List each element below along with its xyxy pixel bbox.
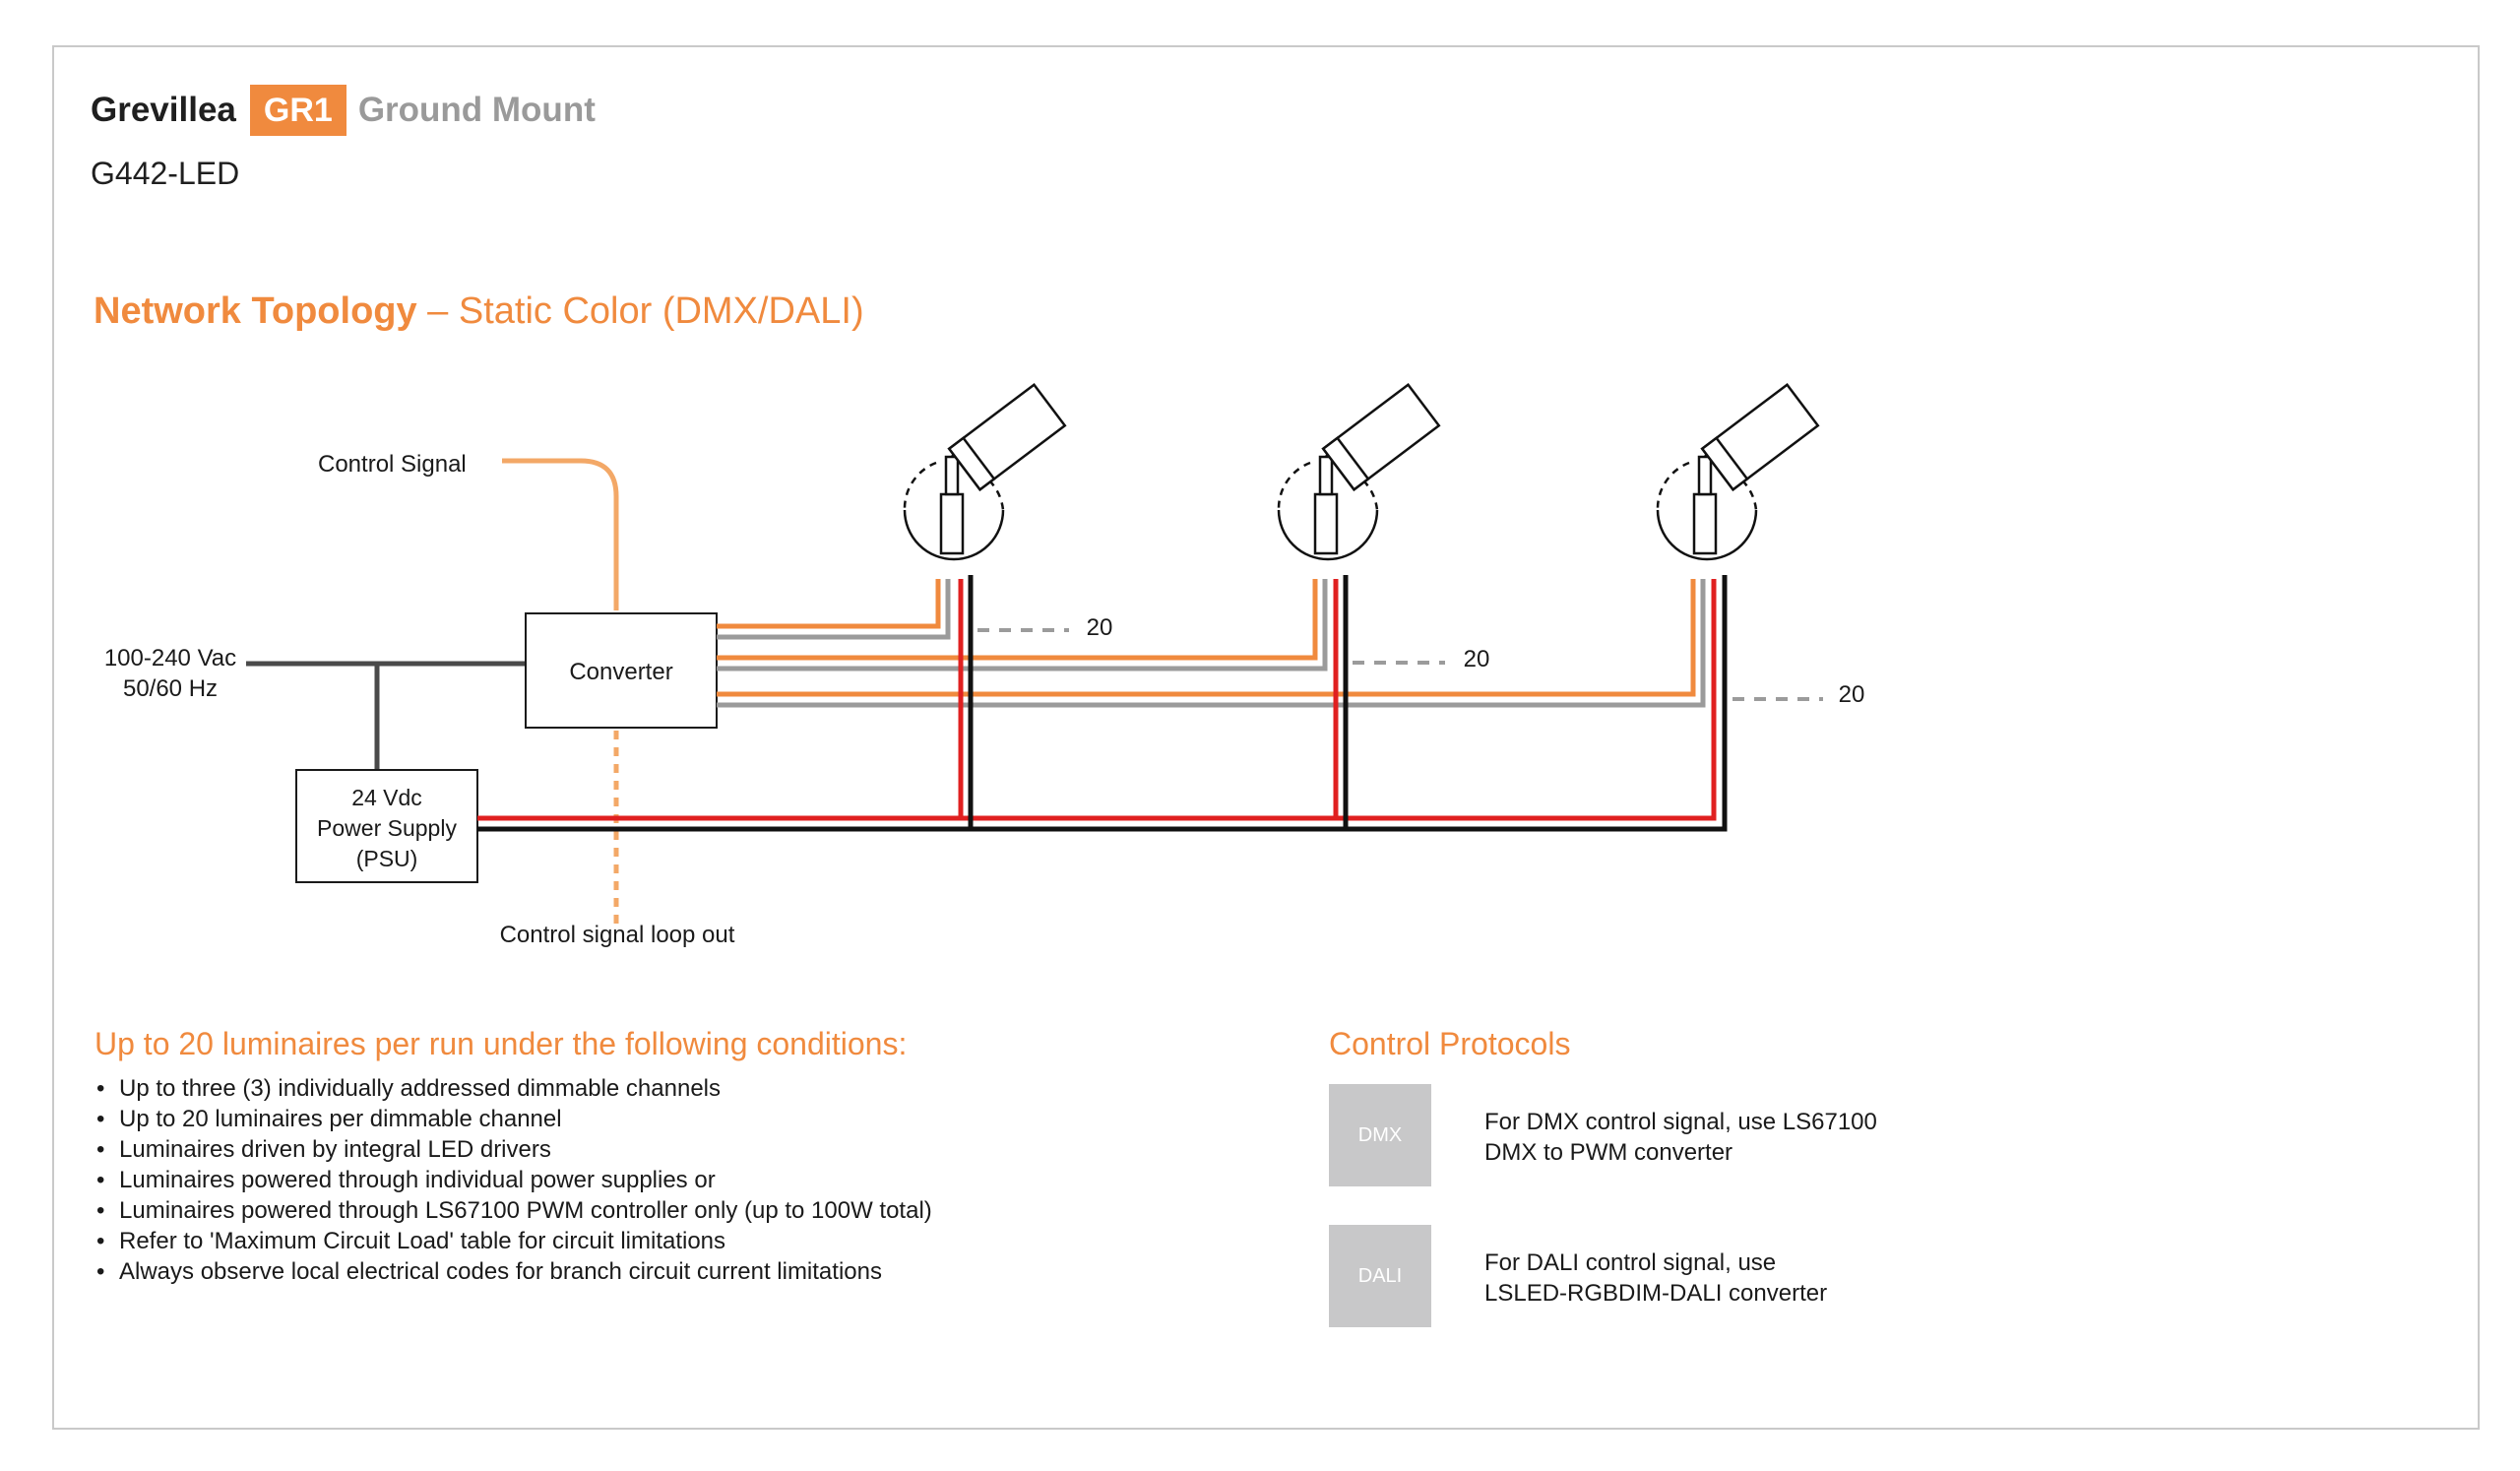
- channel3-orange-wire: [717, 579, 1696, 697]
- count-label-2: 20: [1464, 646, 1490, 672]
- mains-label-line2: 50/60 Hz: [123, 675, 218, 702]
- dali-description: For DALI control signal, use LSLED-RGBDI…: [1484, 1247, 1827, 1309]
- converter-label: Converter: [569, 659, 672, 685]
- section-title: Network Topology – Static Color (DMX/DAL…: [94, 290, 864, 333]
- dmx-description-line2: DMX to PWM converter: [1484, 1139, 1733, 1166]
- mount-type: Ground Mount: [357, 91, 596, 129]
- brand-name: Grevillea: [91, 91, 236, 129]
- channel2-orange-wire: [717, 579, 1318, 661]
- psu-label-line3: (PSU): [356, 846, 418, 871]
- list-item: Refer to 'Maximum Circuit Load' table fo…: [94, 1226, 932, 1256]
- list-item: Always observe local electrical codes fo…: [94, 1256, 932, 1287]
- list-item: Luminaires powered through LS67100 PWM c…: [94, 1195, 932, 1226]
- channel1-grey-wire: [717, 579, 951, 640]
- product-header: Grevillea GR1 Ground Mount: [91, 83, 596, 138]
- psu-label-line1: 24 Vdc: [351, 785, 422, 810]
- conditions-list: Up to three (3) individually addressed d…: [94, 1073, 932, 1287]
- list-item: Luminaires powered through individual po…: [94, 1165, 932, 1195]
- luminaire-icon: [1277, 382, 1441, 561]
- list-item: Up to 20 luminaires per dimmable channel: [94, 1104, 932, 1134]
- dmx-tag: DMX: [1329, 1084, 1431, 1186]
- dmx-description-line1: For DMX control signal, use LS67100: [1484, 1109, 1877, 1135]
- count-label-3: 20: [1839, 681, 1865, 708]
- page-frame: [52, 45, 2480, 1430]
- channel3-grey-wire: [717, 579, 1706, 708]
- list-item: Luminaires driven by integral LED driver…: [94, 1134, 932, 1165]
- channel1-orange-wire: [717, 579, 941, 629]
- psu-box: [295, 769, 478, 883]
- model-badge: GR1: [249, 85, 346, 136]
- power-red-wire: [477, 579, 1717, 821]
- psu-label-line2: Power Supply: [317, 815, 457, 841]
- protocols-title: Control Protocols: [1329, 1026, 1571, 1061]
- loop-out-label: Control signal loop out: [500, 922, 735, 948]
- dmx-description: For DMX control signal, use LS67100 DMX …: [1484, 1107, 1877, 1168]
- control-signal-wire: [502, 458, 619, 610]
- control-signal-label: Control Signal: [318, 451, 467, 478]
- luminaire-icon: [903, 382, 1067, 561]
- section-title-rest: – Static Color (DMX/DALI): [416, 290, 864, 332]
- dali-description-line1: For DALI control signal, use: [1484, 1249, 1777, 1276]
- channel2-grey-wire: [717, 579, 1328, 672]
- dali-tag: DALI: [1329, 1225, 1431, 1327]
- luminaire-icon: [1656, 382, 1820, 561]
- section-title-bold: Network Topology: [94, 290, 417, 332]
- power-black-wire: [477, 575, 1728, 832]
- conditions-title: Up to 20 luminaires per run under the fo…: [94, 1026, 908, 1061]
- dali-description-line2: LSLED-RGBDIM-DALI converter: [1484, 1280, 1828, 1307]
- count-label-1: 20: [1087, 614, 1113, 641]
- model-number: G442-LED: [91, 156, 240, 191]
- list-item: Up to three (3) individually addressed d…: [94, 1073, 932, 1104]
- mains-label-line1: 100-240 Vac: [104, 645, 236, 672]
